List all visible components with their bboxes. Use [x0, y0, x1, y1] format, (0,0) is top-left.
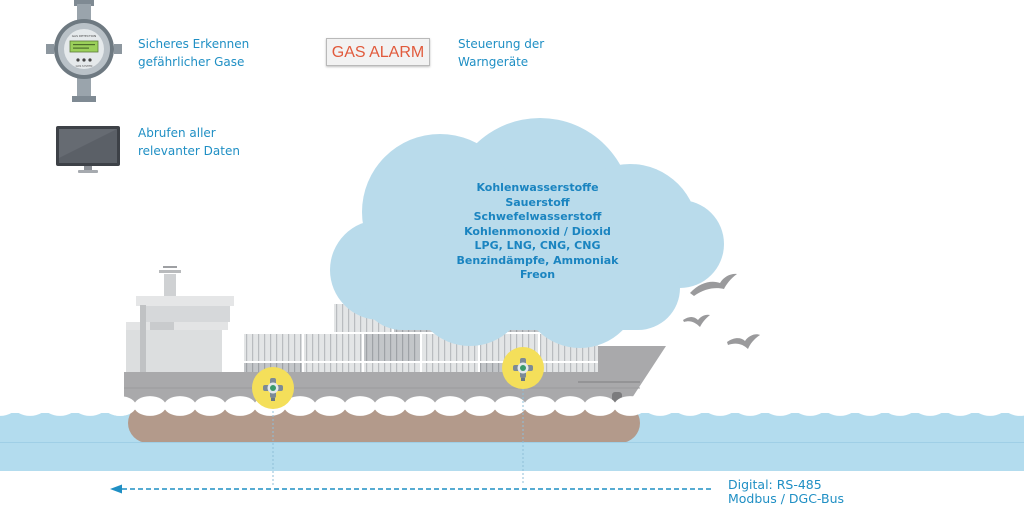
bus-label-line: Digital: RS-485: [728, 477, 822, 492]
detector-badge-fore: [502, 347, 544, 389]
wave-crest: [704, 396, 736, 416]
wave-crest: [854, 396, 886, 416]
bus-label: Digital: RS-485 Modbus / DGC-Bus: [728, 478, 844, 506]
wave-crest: [584, 396, 616, 416]
wave-crest: [0, 396, 16, 416]
wave-crest: [674, 396, 706, 416]
wave-crest: [1004, 396, 1024, 416]
gas-item: Schwefelwasserstoff: [473, 210, 602, 223]
wave-crest: [14, 396, 46, 416]
gas-item: Freon: [519, 268, 556, 281]
gas-cloud: [330, 118, 724, 348]
monitor-caption-line: relevanter Daten: [138, 144, 240, 158]
wave-crest: [314, 396, 346, 416]
wave-crest: [104, 396, 136, 416]
wave-crest: [644, 396, 676, 416]
alarm-caption: Steuerung der Warngeräte: [458, 35, 544, 71]
wave-crest: [134, 396, 166, 416]
bus-arrow: [110, 484, 712, 494]
gas-item: Sauerstoff: [505, 195, 570, 209]
wave-crest: [164, 396, 196, 416]
alarm-caption-line: Steuerung der: [458, 37, 545, 51]
gas-item: Benzindämpfe, Ammoniak: [456, 253, 619, 267]
seagull-icon: [683, 314, 710, 327]
detector-badge-aft: [252, 367, 294, 409]
gas-list: Kohlenwasserstoffe Sauerstoff Schwefelwa…: [440, 181, 635, 283]
wave-crest: [824, 396, 856, 416]
wave-crest: [44, 396, 76, 416]
wave-crest: [884, 396, 916, 416]
gas-detector-icon: GAS DETECTION GDS SYSTEM: [46, 0, 122, 102]
gas-alarm-sign: GAS ALARM: [326, 38, 430, 66]
wave-crest: [794, 396, 826, 416]
wave-crest: [614, 396, 646, 416]
wave-crest: [914, 396, 946, 416]
wave-crest: [224, 396, 256, 416]
wave-crest: [554, 396, 586, 416]
wave-crest: [74, 396, 106, 416]
wave-crest: [734, 396, 766, 416]
wave-crest: [524, 396, 556, 416]
detector-caption: Sicheres Erkennen gefährlicher Gase: [138, 35, 249, 71]
wave-crest: [344, 396, 376, 416]
detector-caption-line: Sicheres Erkennen: [138, 37, 250, 51]
gas-item: Kohlenwasserstoffe: [476, 181, 599, 194]
wave-crest: [404, 396, 436, 416]
seagull-icon: [727, 334, 760, 349]
wave-crest: [194, 396, 226, 416]
wave-crest: [494, 396, 526, 416]
alarm-caption-line: Warngeräte: [458, 55, 529, 69]
detector-sub-text: GDS SYSTEM: [76, 64, 93, 68]
wave-crest: [284, 396, 316, 416]
wave-crest: [374, 396, 406, 416]
detector-caption-line: gefährlicher Gase: [138, 55, 245, 69]
seagull-icon: [690, 273, 737, 296]
wave-crest: [434, 396, 466, 416]
wave-crest: [974, 396, 1006, 416]
bridge-superstructure: [126, 266, 234, 375]
wave-crest: [464, 396, 496, 416]
seagulls: [683, 273, 760, 349]
monitor-caption: Abrufen aller relevanter Daten: [138, 124, 240, 160]
monitor-icon: [56, 126, 120, 173]
gas-item: Kohlenmonoxid / Dioxid: [464, 224, 611, 238]
bus-label-line: Modbus / DGC-Bus: [728, 491, 845, 506]
gas-item: LPG, LNG, CNG, CNG: [474, 239, 601, 252]
wave-crest: [764, 396, 796, 416]
arrow-left-icon: [110, 484, 122, 494]
detector-brand-text: GAS DETECTION: [72, 34, 97, 38]
monitor-caption-line: Abrufen aller: [138, 126, 216, 140]
wave-crest: [944, 396, 976, 416]
